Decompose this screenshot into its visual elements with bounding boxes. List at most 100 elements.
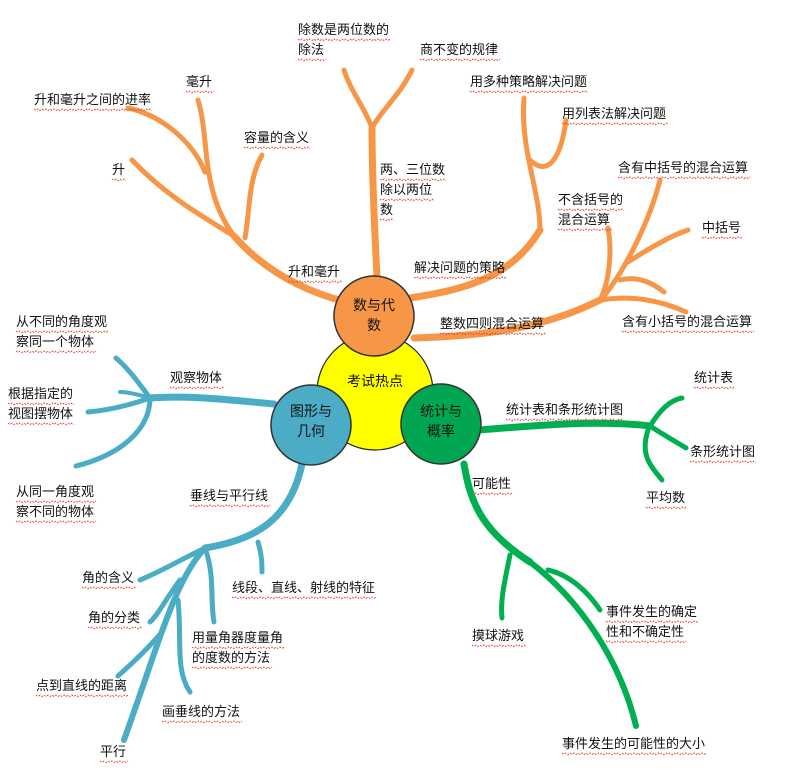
spellcheck-underline — [379, 178, 447, 182]
mixed-mid-line — [601, 177, 663, 299]
volume-haosheng-line — [195, 97, 237, 239]
volume-relation-line — [125, 105, 208, 175]
observe-branch-label: 观察物体 — [170, 371, 222, 386]
strategy-branch-line — [406, 226, 544, 302]
spellcheck-underline — [185, 90, 215, 94]
spellcheck-underline — [111, 178, 127, 182]
observe-diff-label-1: 从不同的角度观 — [16, 314, 107, 330]
chart-avg-label: 平均数 — [646, 491, 685, 506]
spellcheck-underline — [439, 332, 547, 336]
lines-parallel-label: 平行 — [100, 745, 126, 760]
lines-perp-label: 画垂线的方法 — [162, 704, 240, 720]
lines-branch-line — [201, 460, 306, 552]
observe-diff-label-2: 察同一个物体 — [16, 335, 94, 350]
spellcheck-underline — [693, 386, 735, 390]
chart-branch-line — [476, 419, 654, 434]
spellcheck-underline — [169, 386, 225, 390]
observe-arrange-line — [85, 395, 153, 415]
lines-angle-line — [137, 545, 208, 583]
volume-branch-label: 升和毫升 — [288, 264, 340, 280]
possibility-branch-line — [460, 460, 534, 566]
geometry-branches — [73, 355, 306, 743]
chart-branch-label: 统计表和条形统计图 — [506, 402, 623, 418]
observe-same-label-2: 察不同的物体 — [16, 504, 94, 520]
algebra-node-label-1: 数与代 — [353, 298, 395, 314]
lines-protractor-label-2: 的度数的方法 — [192, 650, 270, 666]
geometry-node-label-1: 图形与 — [290, 404, 332, 420]
spellcheck-underline — [605, 640, 687, 644]
spellcheck-underline — [7, 402, 75, 406]
mixed-nobracket-label-1: 不含括号的 — [558, 192, 623, 208]
spellcheck-underline — [557, 228, 613, 232]
geometry-node-label-2: 几何 — [297, 424, 325, 440]
spellcheck-underline — [605, 620, 699, 624]
statistics-branches — [460, 395, 689, 729]
spellcheck-underline — [561, 752, 707, 756]
division-branch-label-3: 数 — [380, 203, 393, 218]
lines-protractor-label-1: 用量角器度量角 — [192, 630, 283, 646]
lines-distance-line — [115, 629, 165, 679]
observe-arrange-label-1: 根据指定的 — [8, 386, 73, 402]
center-label: 考试热点 — [347, 374, 403, 390]
lines-feature-line — [255, 539, 265, 575]
possibility-certain-label-1: 事件发生的确定 — [606, 604, 697, 620]
mixed-branch-line — [410, 296, 604, 342]
mixed-tail-line — [617, 276, 667, 295]
division-divisor-label-1: 除数是两位数的 — [298, 22, 389, 38]
possibility-ball-line — [499, 552, 513, 621]
spellcheck-underline — [689, 460, 757, 464]
spellcheck-underline — [15, 350, 97, 354]
division-branch-label-1: 两、三位数 — [380, 163, 445, 178]
possibility-magnitude-line — [527, 559, 639, 729]
spellcheck-underline — [33, 108, 153, 112]
possibility-ball-label: 摸球游戏 — [472, 629, 524, 644]
chart-table-line — [647, 395, 685, 429]
spellcheck-underline — [469, 90, 589, 94]
spellcheck-underline — [15, 500, 97, 504]
volume-haosheng-label: 毫升 — [186, 74, 212, 90]
spellcheck-underline — [379, 218, 395, 222]
lines-features-label: 线段、直线、射线的特征 — [232, 580, 375, 596]
volume-rongliang-label: 容量的含义 — [244, 130, 309, 146]
geometry-node[interactable] — [270, 384, 352, 466]
possibility-certain-label-2: 性和不确定性 — [606, 625, 684, 640]
possibility-certain-line — [545, 567, 603, 613]
spellcheck-underline — [191, 646, 285, 650]
division-quotient-label: 商不变的规律 — [420, 42, 498, 58]
spellcheck-underline — [87, 626, 143, 630]
spellcheck-underline — [701, 236, 743, 240]
statistics-node-label-2: 概率 — [427, 423, 455, 440]
strategy-branch-label: 解决问题的策略 — [414, 260, 505, 276]
division-branch-line — [368, 124, 382, 300]
spellcheck-underline — [191, 666, 273, 670]
observe-diff-line — [113, 355, 153, 401]
mixed-midops-label: 含有中括号的混合运算 — [618, 160, 748, 176]
spellcheck-underline — [557, 208, 625, 212]
spellcheck-underline — [505, 418, 625, 422]
spellcheck-underline — [7, 422, 75, 426]
observe-branch-line — [146, 393, 278, 408]
volume-relation-label: 升和毫升之间的进率 — [34, 92, 151, 108]
division-divisor-line — [341, 67, 375, 131]
possibility-branch-label: 可能性 — [472, 477, 511, 492]
spellcheck-underline — [419, 58, 501, 62]
lines-protractor-line — [202, 545, 217, 625]
spellcheck-underline — [99, 760, 129, 764]
spellcheck-underline — [297, 38, 391, 42]
spellcheck-underline — [645, 506, 687, 510]
statistics-node-label-1: 统计与 — [420, 404, 462, 420]
algebra-node[interactable] — [333, 275, 415, 357]
spellcheck-underline — [471, 644, 527, 648]
mixed-branch-label: 整数四则混合运算 — [440, 317, 544, 332]
mixed-smallbracket-line — [597, 295, 689, 315]
volume-sheng-label: 升 — [112, 163, 125, 178]
division-branch-label-2: 除以两位 — [380, 183, 432, 198]
mixed-nobracket-label-2: 混合运算 — [558, 213, 610, 228]
statistics-node[interactable] — [400, 383, 482, 465]
spellcheck-underline — [15, 520, 97, 524]
mixed-smallops-label: 含有小括号的混合运算 — [622, 314, 752, 330]
strategy-list-label: 用列表法解决问题 — [562, 107, 666, 122]
chart-bar-line — [647, 423, 689, 451]
spellcheck-underline — [189, 504, 271, 508]
spellcheck-underline — [561, 122, 669, 126]
